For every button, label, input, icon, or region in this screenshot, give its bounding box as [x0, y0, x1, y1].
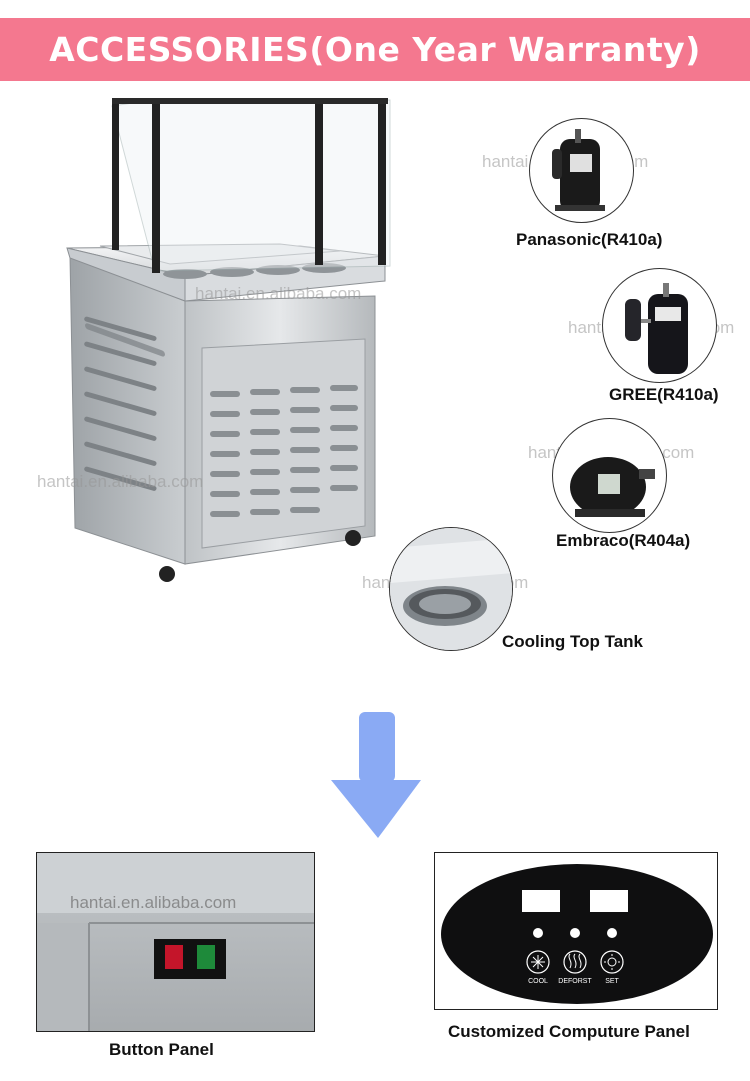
- button-panel-caption: Button Panel: [109, 1040, 214, 1059]
- embraco-compressor-image: [552, 418, 667, 533]
- heat-icon: [568, 953, 582, 969]
- button-panel-image: [36, 852, 315, 1032]
- gree-caption: GREE(R410a): [609, 385, 719, 404]
- cooling-tank-caption: Cooling Top Tank: [502, 632, 644, 651]
- panasonic-caption: Panasonic(R410a): [516, 230, 663, 249]
- snowflake-icon: [531, 955, 545, 969]
- cool-label: COOL: [528, 978, 548, 985]
- ice-machine-image: [66, 98, 391, 582]
- computer-panel-image: COOL DEFORST SET: [434, 852, 718, 1010]
- tank-icon: [390, 528, 512, 650]
- banner-strip: [0, 18, 750, 81]
- compressor-icon: [625, 283, 688, 374]
- compressor-icon: [570, 457, 655, 517]
- set-label: SET: [605, 978, 619, 985]
- watermark: hantai.en.alibaba.com: [195, 284, 362, 303]
- computer-panel-caption: Customized Computure Panel: [448, 1022, 690, 1041]
- watermark: hantai.en.alibaba.com: [70, 893, 237, 912]
- cooling-tank-image: [389, 527, 513, 651]
- gree-compressor-image: [602, 268, 717, 383]
- down-arrow-icon: [331, 712, 421, 838]
- watermark: hantai.en.alibaba.com: [37, 472, 204, 491]
- header-banner: ACCESSORIES(One Year Warranty): [0, 0, 750, 98]
- page-title: ACCESSORIES(One Year Warranty): [49, 30, 701, 69]
- deforst-label: DEFORST: [558, 978, 592, 985]
- panasonic-compressor-image: [529, 118, 634, 223]
- compressor-icon: [552, 129, 605, 211]
- sun-icon: [604, 954, 620, 970]
- embraco-caption: Embraco(R404a): [556, 531, 691, 550]
